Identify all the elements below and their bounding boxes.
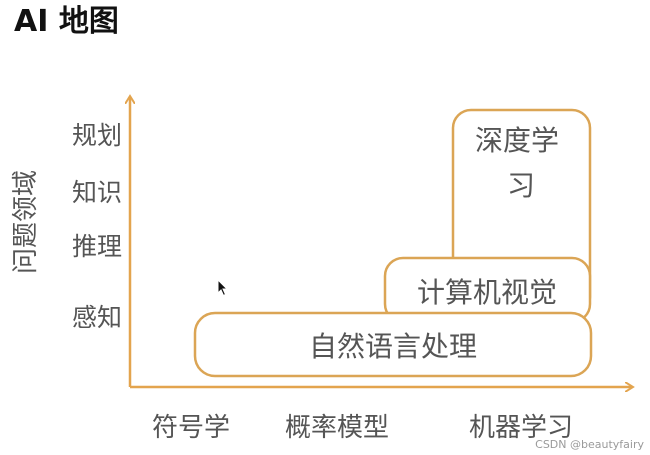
deep-learning-label: 深度学 (475, 124, 559, 157)
y-axis-title: 问题领域 (11, 170, 41, 274)
y-level-knowledge: 知识 (72, 178, 122, 207)
y-level-reasoning: 推理 (72, 232, 122, 261)
y-level-perception: 感知 (72, 303, 122, 332)
watermark: CSDN @beautyfairy (535, 438, 644, 451)
computer-vision-label: 计算机视觉 (417, 276, 557, 309)
y-level-planning: 规划 (72, 121, 122, 150)
page-title: AI 地图 (14, 4, 119, 39)
nlp-box (193, 311, 593, 378)
x-level-symbolic: 符号学 (152, 413, 230, 443)
nlp-label: 自然语言处理 (309, 330, 477, 363)
x-level-machine-learning: 机器学习 (469, 413, 573, 443)
mouse-pointer-icon (217, 279, 229, 297)
deep-learning-label-cont: 习 (507, 169, 535, 202)
x-level-probabilistic: 概率模型 (285, 413, 389, 443)
